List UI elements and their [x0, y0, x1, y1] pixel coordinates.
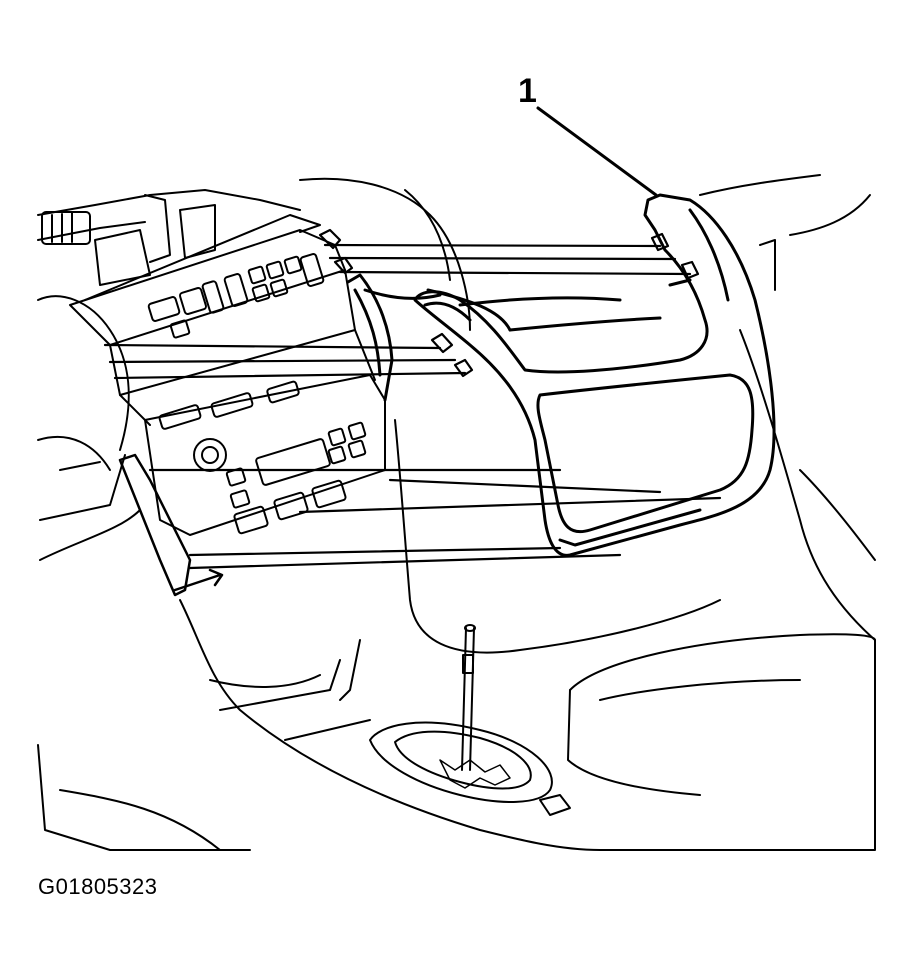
mounting-bracket — [120, 455, 222, 595]
callout-number: 1 — [518, 72, 537, 110]
dashboard-background — [38, 175, 875, 850]
alignment-lines — [105, 230, 720, 568]
callout-leader — [538, 108, 656, 195]
trim-bezel — [348, 195, 774, 555]
figure-code: G01805323 — [38, 874, 158, 899]
